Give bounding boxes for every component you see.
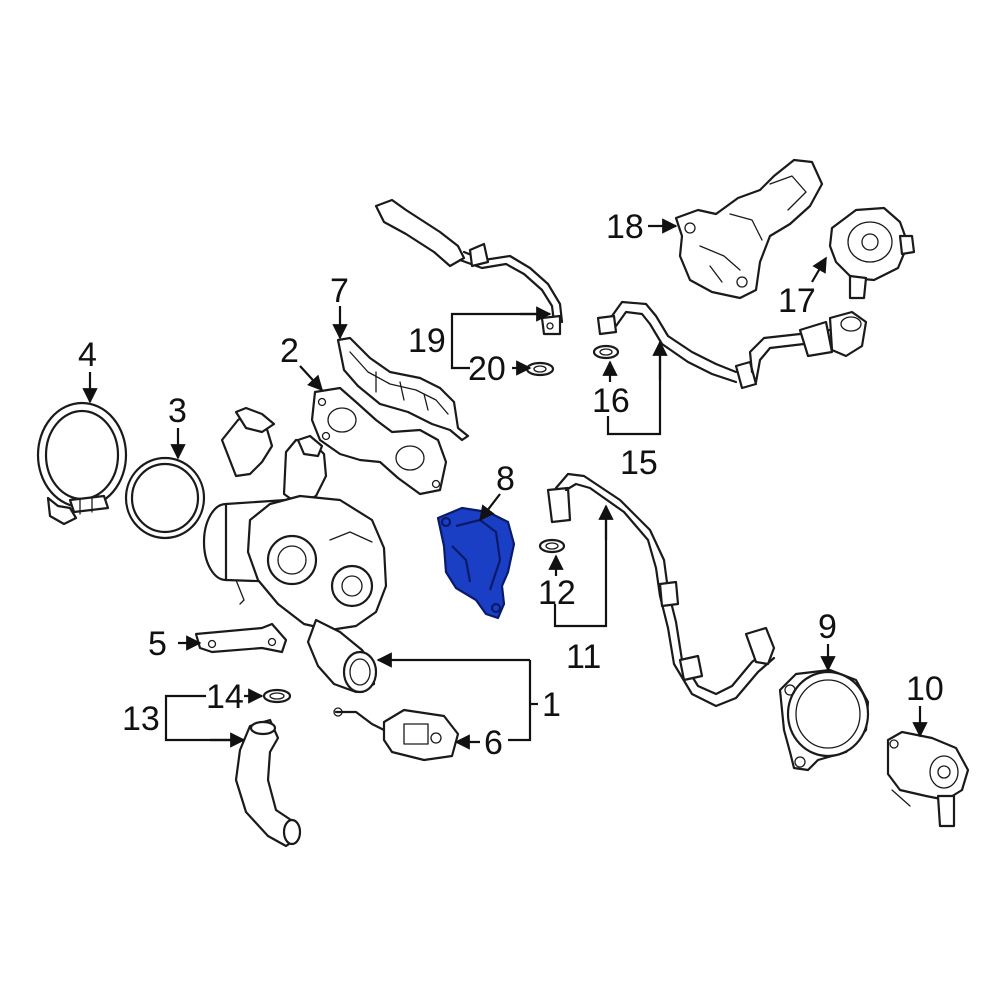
callout-6: 6 [484,724,503,762]
callout-17: 17 [778,282,816,320]
part-5-bracket[interactable] [194,622,288,654]
callout-11: 11 [566,638,601,676]
part-3-seal-ring[interactable] [124,456,206,540]
part-11-pipe[interactable] [546,472,776,708]
part-8-heat-shield-highlighted[interactable] [436,506,516,620]
callout-14: 14 [206,678,244,716]
callout-20: 20 [468,350,506,388]
part-4-clamp[interactable] [36,401,128,526]
part-18-housing[interactable] [674,158,824,300]
part-12-washer[interactable] [538,538,566,554]
callout-10: 10 [906,670,944,708]
part-14-o-ring[interactable] [262,688,292,704]
callout-15: 15 [620,444,658,482]
callout-13: 13 [122,700,160,738]
part-10-valve[interactable] [886,730,970,828]
callout-8: 8 [496,460,515,498]
callout-18: 18 [606,208,644,246]
callout-2: 2 [280,332,299,370]
part-19-coolant-pipe[interactable] [374,198,564,336]
callout-5: 5 [148,625,167,663]
part-16-washer[interactable] [592,344,620,360]
part-2-gasket[interactable] [310,386,448,496]
callout-7: 7 [330,272,349,310]
callout-19: 19 [408,322,446,360]
part-17-water-pump[interactable] [828,206,916,300]
callout-16: 16 [592,382,630,420]
part-9-round-pump[interactable] [778,668,870,772]
callout-1: 1 [542,686,561,724]
part-7-heat-shield[interactable] [336,336,470,442]
callout-4: 4 [78,336,97,374]
callout-9: 9 [818,608,837,646]
part-20-washer[interactable] [525,361,555,377]
part-13-hose[interactable] [234,718,302,848]
callout-3: 3 [168,392,187,430]
part-1-turbocharger[interactable] [202,406,388,694]
callout-12: 12 [538,574,576,612]
part-6-actuator[interactable] [333,707,460,762]
part-15-coolant-pipe[interactable] [596,300,868,390]
